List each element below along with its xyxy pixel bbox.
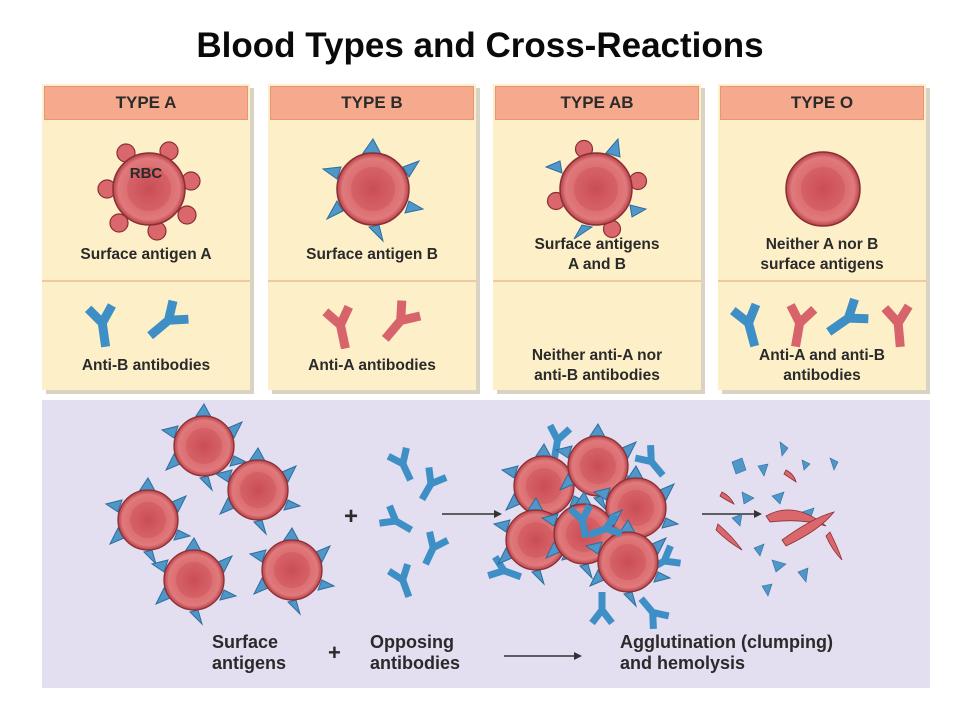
anti-a-antibodies-icon [298, 289, 448, 349]
type-ab-header: TYPE AB [495, 86, 699, 120]
type-b-header: TYPE B [270, 86, 474, 120]
type-a-header: TYPE A [44, 86, 248, 120]
anti-a-and-anti-b-antibodies-icon [722, 287, 926, 351]
diagram-title: Blood Types and Cross-Reactions [196, 26, 764, 65]
type-a-antigen-text: Surface antigen A [80, 246, 212, 263]
opposing-antibodies-label: Opposing antibodies [370, 632, 461, 673]
antibodies-group [379, 448, 447, 600]
rbc-type-b [321, 138, 425, 243]
type-a-antibody-text: Anti-B antibodies [81, 357, 211, 374]
type-ab-antibody-text: Neither anti-A nor anti-B antibodies [531, 347, 663, 384]
antigen-cells-group [105, 403, 335, 625]
type-o-antigen-text: Neither A nor B surface antigens [760, 236, 884, 273]
plus-sign: + [328, 640, 341, 665]
reaction-illustration: + [105, 403, 843, 688]
type-b-card: TYPE B Surface antigen B Anti-A antibodi… [268, 84, 476, 390]
divider [718, 280, 926, 282]
rbc-type-o [785, 151, 861, 227]
agglutination-clump [488, 424, 680, 629]
type-b-antibody-text: Anti-A antibodies [308, 357, 436, 374]
surface-antigens-label: Surface antigens [212, 632, 287, 673]
type-o-antibody-text: Anti-A and anti-B antibodies [759, 347, 885, 384]
reaction-panel: + [42, 400, 930, 688]
type-o-card: TYPE O Neither A nor B surface antigens … [718, 84, 926, 390]
divider [493, 280, 701, 282]
type-b-antigen-text: Surface antigen B [306, 246, 438, 263]
result-arrow-icon [504, 652, 582, 660]
svg-text:+: + [344, 503, 358, 530]
divider [268, 280, 476, 282]
divider [42, 280, 250, 282]
hemolysis-fragments [731, 441, 839, 597]
anti-b-antibodies-icon [72, 289, 222, 349]
type-a-card: TYPE A RBC Surface antigen A Anti-B anti… [42, 84, 250, 390]
type-ab-antigen-text: Surface antigens A and B [534, 236, 660, 273]
rbc-type-ab [544, 137, 648, 240]
agglutination-label: Agglutination (clumping) and hemolysis [620, 632, 833, 673]
type-ab-card: TYPE AB Surface antigens A and B Neither… [493, 84, 701, 390]
type-o-header: TYPE O [720, 86, 924, 120]
rbc-label: RBC [129, 165, 163, 182]
rbc-type-a [97, 141, 201, 241]
